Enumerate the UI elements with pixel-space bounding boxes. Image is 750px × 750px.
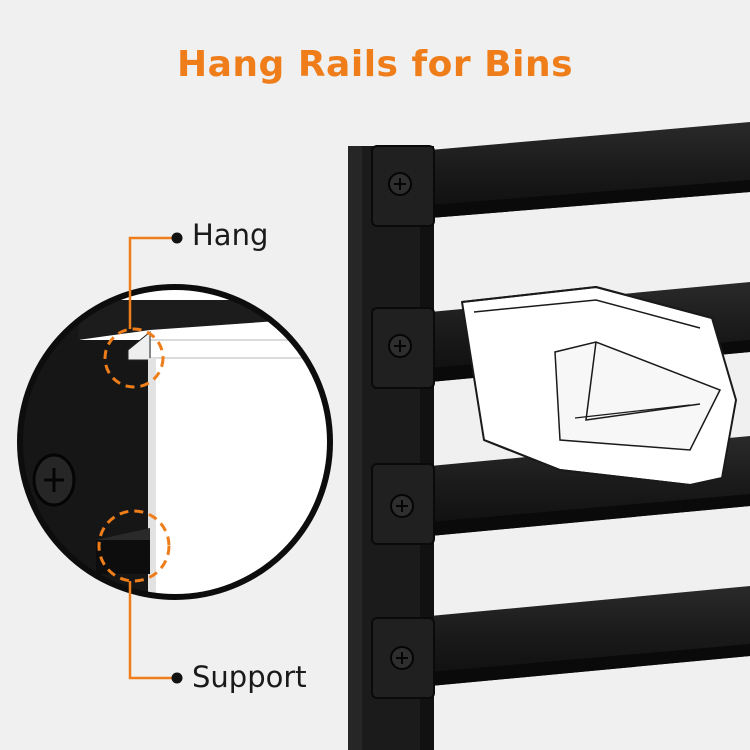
support-highlight (97, 509, 171, 583)
rail (430, 586, 750, 686)
storage-bin (461, 285, 737, 486)
screw-icon (390, 646, 414, 670)
hang-highlight (103, 327, 165, 389)
rail (430, 122, 750, 218)
screw-icon (32, 453, 76, 507)
support-label: Support (192, 660, 307, 694)
screw-icon (388, 334, 412, 358)
screw-icon (390, 494, 414, 518)
screw-icon (388, 172, 412, 196)
hang-label: Hang (192, 218, 269, 252)
zoom-detail (17, 232, 333, 684)
support-leader-line (128, 581, 174, 680)
callout-dot-icon (171, 672, 183, 684)
callout-dot-icon (171, 232, 183, 244)
rack (348, 122, 750, 750)
page-title: Hang Rails for Bins (176, 44, 574, 85)
hang-leader-line (128, 236, 174, 329)
